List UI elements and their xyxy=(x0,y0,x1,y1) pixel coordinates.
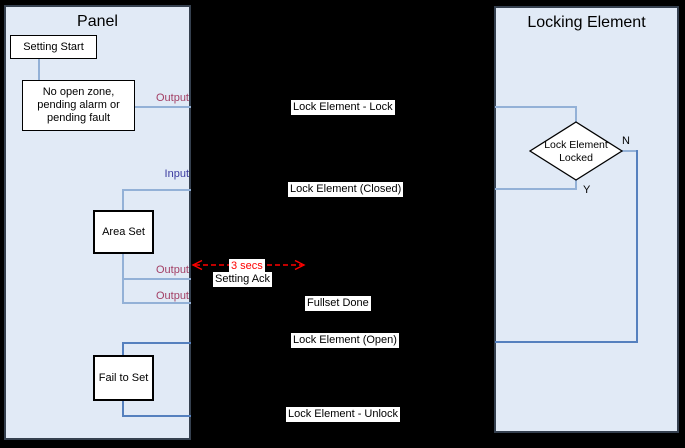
connector-no-return-h xyxy=(495,341,638,343)
flow-node-fail-to-set: Fail to Set xyxy=(93,355,154,401)
port-label-input-closed: Input xyxy=(164,168,189,180)
connector-open-in-v xyxy=(122,342,124,356)
flow-node-no-open-zone: No open zone, pending alarm or pending f… xyxy=(22,80,135,131)
flow-node-area-set: Area Set xyxy=(93,210,154,254)
connector-output-lock xyxy=(134,106,191,108)
flow-node-label: Fail to Set xyxy=(98,371,149,384)
connector-yes-v xyxy=(575,180,577,190)
connector-unlock-v xyxy=(122,400,124,416)
connector-output-ack-h xyxy=(122,278,191,280)
decision-diamond-label: Lock Element Locked xyxy=(529,139,623,165)
port-label-output-fullset: Output xyxy=(155,290,189,302)
connector-open-in-h xyxy=(122,342,191,344)
flow-node-label-line: No open zone, xyxy=(42,86,115,98)
flow-node-label-line: pending fault xyxy=(47,112,110,124)
locking-element-lifeline: Locking Element xyxy=(494,6,679,433)
message-label-lock: Lock Element - Lock xyxy=(291,100,395,115)
port-label-output-lock: Output xyxy=(155,92,189,104)
connector-input-closed-h xyxy=(122,189,191,191)
branch-label-yes: Y xyxy=(583,184,591,196)
message-label-open: Lock Element (Open) xyxy=(291,333,399,348)
connector-no-v xyxy=(636,150,638,343)
connector-yes-h xyxy=(495,188,577,190)
decision-label-line: Locked xyxy=(559,152,593,164)
locking-element-title: Locking Element xyxy=(527,14,646,31)
flow-node-label: Area Set xyxy=(102,225,145,238)
connector-output-fullset-v xyxy=(122,280,124,303)
flow-node-label: Setting Start xyxy=(23,40,84,53)
connector-no-h-top xyxy=(622,150,638,152)
branch-label-no: N xyxy=(622,135,630,147)
port-label-output-ack: Output xyxy=(155,264,189,276)
connector-unlock-h xyxy=(122,415,191,417)
message-label-setting-ack: Setting Ack xyxy=(213,272,273,287)
connector-input-closed-v xyxy=(122,189,124,211)
message-label-unlock: Lock Element - Unlock xyxy=(286,407,401,422)
decision-diamond-shape xyxy=(529,121,623,181)
connector-lock-entry-v xyxy=(575,106,577,123)
connector-lock-entry-h xyxy=(495,106,576,108)
panel-title: Panel xyxy=(77,13,118,30)
message-label-closed: Lock Element (Closed) xyxy=(288,182,404,197)
connector-output-fullset-h xyxy=(122,302,191,304)
decision-label-line: Lock Element xyxy=(544,139,608,151)
duration-label: 3 secs xyxy=(229,259,265,274)
time-measure-arrow-icon xyxy=(191,259,306,271)
connector-start-to-check xyxy=(38,58,40,81)
flow-node-label-line: pending alarm or xyxy=(37,99,120,111)
connector-output-ack-v xyxy=(122,253,124,279)
message-label-fullset-done: Fullset Done xyxy=(305,296,371,311)
flow-node-setting-start: Setting Start xyxy=(10,35,97,59)
